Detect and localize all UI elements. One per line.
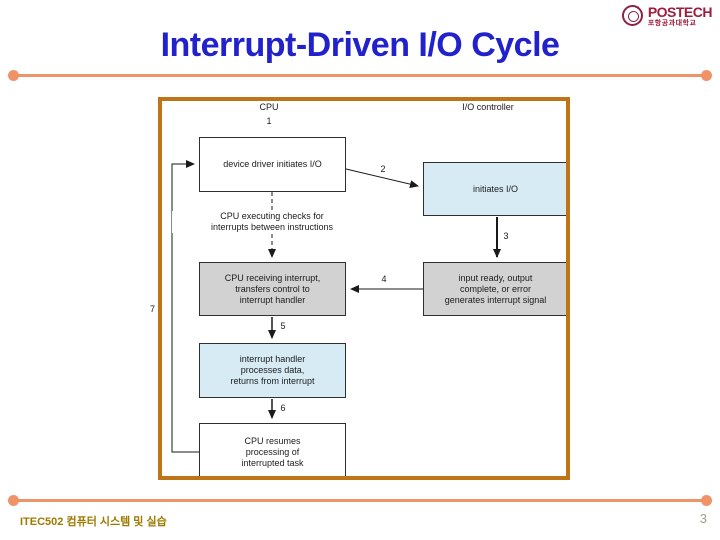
box-cpu-receiving-interrupt: CPU receiving interrupt, transfers contr… bbox=[199, 262, 346, 316]
step-label-6: 6 bbox=[280, 403, 286, 413]
column-label-io-controller: I/O controller bbox=[462, 102, 514, 112]
step-label-4: 4 bbox=[381, 274, 387, 284]
io-cycle-diagram: CPU I/O controller device driver initiat… bbox=[158, 97, 570, 480]
box-cpu-resumes: CPU resumes processing of interrupted ta… bbox=[199, 423, 346, 476]
box-input-ready-interrupt-signal: input ready, output complete, or error g… bbox=[423, 262, 566, 316]
divider-dot-left bbox=[8, 495, 19, 506]
postech-logo-name: POSTECH bbox=[647, 4, 713, 20]
box-interrupt-handler-processes: interrupt handler processes data, return… bbox=[199, 343, 346, 398]
step-label-1: 1 bbox=[266, 116, 272, 126]
column-label-cpu: CPU bbox=[259, 102, 279, 112]
divider-dot-left bbox=[8, 70, 19, 81]
page-number: 3 bbox=[699, 511, 707, 526]
annotation-cpu-executing-checks: CPU executing checks for interrupts betw… bbox=[172, 211, 372, 233]
step-label-7: 7 bbox=[150, 304, 156, 314]
box-device-driver-initiates-io: device driver initiates I/O bbox=[199, 137, 346, 192]
divider-top bbox=[8, 70, 712, 81]
postech-logo-text: POSTECH 포항공과대학교 bbox=[647, 4, 713, 27]
divider-bottom bbox=[8, 495, 712, 506]
footer-course-label: ITEC502 컴퓨터 시스템 및 실습 bbox=[20, 516, 167, 528]
diagram-connectors bbox=[171, 160, 501, 453]
postech-logo-subtitle: 포항공과대학교 bbox=[647, 20, 697, 27]
divider-dot-right bbox=[701, 495, 712, 506]
divider-dot-right bbox=[701, 70, 712, 81]
step-label-3: 3 bbox=[503, 231, 509, 241]
postech-emblem-icon bbox=[621, 5, 643, 26]
page-title: Interrupt-Driven I/O Cycle bbox=[160, 26, 560, 64]
step-label-5: 5 bbox=[280, 321, 286, 331]
box-initiates-io: initiates I/O bbox=[423, 162, 566, 216]
postech-logo: POSTECH 포항공과대학교 bbox=[621, 4, 713, 27]
step-label-2: 2 bbox=[380, 164, 386, 174]
